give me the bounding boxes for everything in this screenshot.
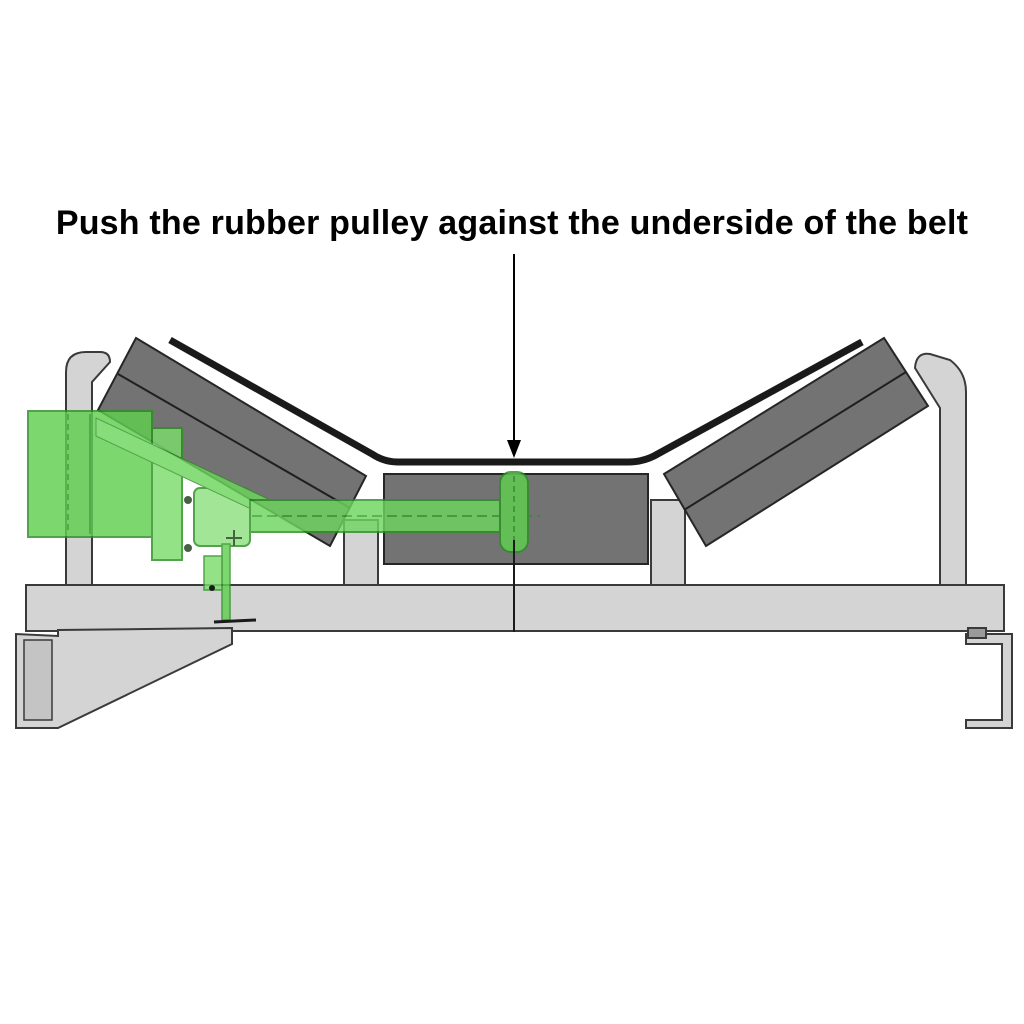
pivot-cross-icon [226, 530, 242, 546]
clamp-bolt [209, 585, 215, 591]
left-wing-roller [96, 336, 368, 548]
rod-clamp [213, 618, 257, 624]
right-wing-roller-divider [683, 371, 907, 511]
left-channel-support [15, 626, 233, 729]
left-channel-lip [23, 639, 53, 721]
right-foot-bolt [967, 627, 987, 639]
arrow-down-icon [507, 254, 521, 458]
right-channel-support [965, 633, 1013, 729]
plate-bolt-bottom [184, 544, 192, 552]
belt-tracking-device [27, 410, 540, 621]
plate-bolt-mid [184, 496, 192, 504]
support-rod [221, 543, 231, 621]
spring-block [203, 555, 223, 591]
annotation-text: Push the rubber pulley against the under… [55, 204, 969, 242]
right-side-bracket [913, 352, 967, 605]
conveyor-belt [168, 336, 864, 466]
left-wing-roller-divider [117, 373, 351, 509]
right-wing-roller [662, 336, 930, 548]
